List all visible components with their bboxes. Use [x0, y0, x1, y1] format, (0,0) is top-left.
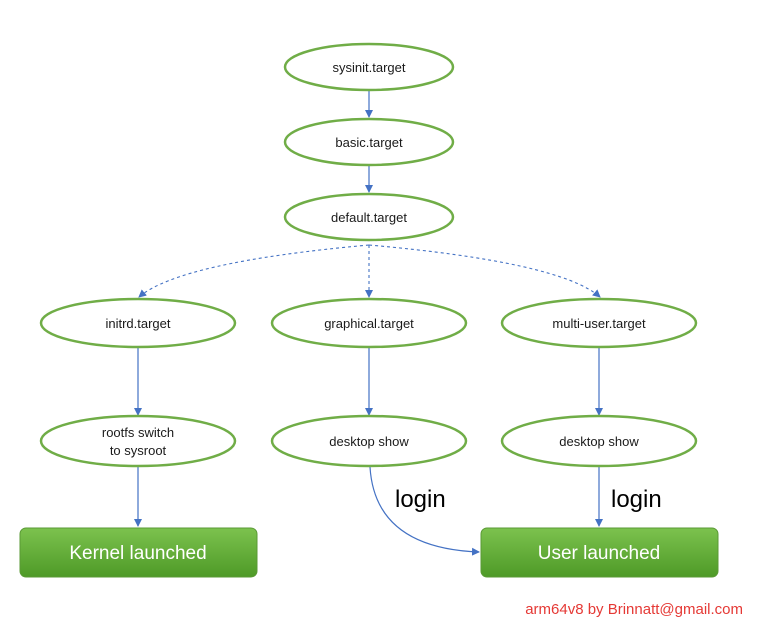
box-kernel-launched-label: Kernel launched: [69, 543, 206, 564]
node-basic: basic.target: [283, 117, 455, 167]
node-desktop-show-left-label: desktop show: [329, 434, 409, 449]
box-user-launched: User launched: [480, 527, 719, 578]
box-user-launched-label: User launched: [538, 543, 661, 564]
node-initrd: initrd.target: [39, 297, 237, 349]
node-sysinit: sysinit.target: [283, 42, 455, 92]
node-multi-user: multi-user.target: [500, 297, 698, 349]
node-rootfs-switch: rootfs switch to sysroot: [39, 414, 237, 468]
node-default-label: default.target: [331, 210, 407, 225]
node-graphical: graphical.target: [270, 297, 468, 349]
node-desktop-show-right-label: desktop show: [559, 434, 639, 449]
credit-text: arm64v8 by Brinnatt@gmail.com: [525, 601, 743, 618]
node-multi-user-label: multi-user.target: [552, 316, 646, 331]
node-rootfs-label-line2: to sysroot: [110, 443, 167, 458]
edge-default-multi-user: [368, 244, 601, 298]
node-desktop-show-right: desktop show: [500, 414, 698, 468]
node-sysinit-label: sysinit.target: [333, 60, 406, 75]
edge-desktop-left-user: [369, 466, 480, 556]
login-label-right: login: [611, 486, 662, 513]
node-rootfs-label-line1: rootfs switch: [102, 425, 174, 440]
node-initrd-label: initrd.target: [105, 316, 170, 331]
login-label-left: login: [395, 486, 446, 513]
node-basic-label: basic.target: [335, 135, 403, 150]
box-kernel-launched: Kernel launched: [19, 527, 258, 578]
edge-default-initrd: [138, 244, 370, 298]
node-desktop-show-left: desktop show: [270, 414, 468, 468]
node-default: default.target: [283, 192, 455, 242]
node-graphical-label: graphical.target: [324, 316, 414, 331]
